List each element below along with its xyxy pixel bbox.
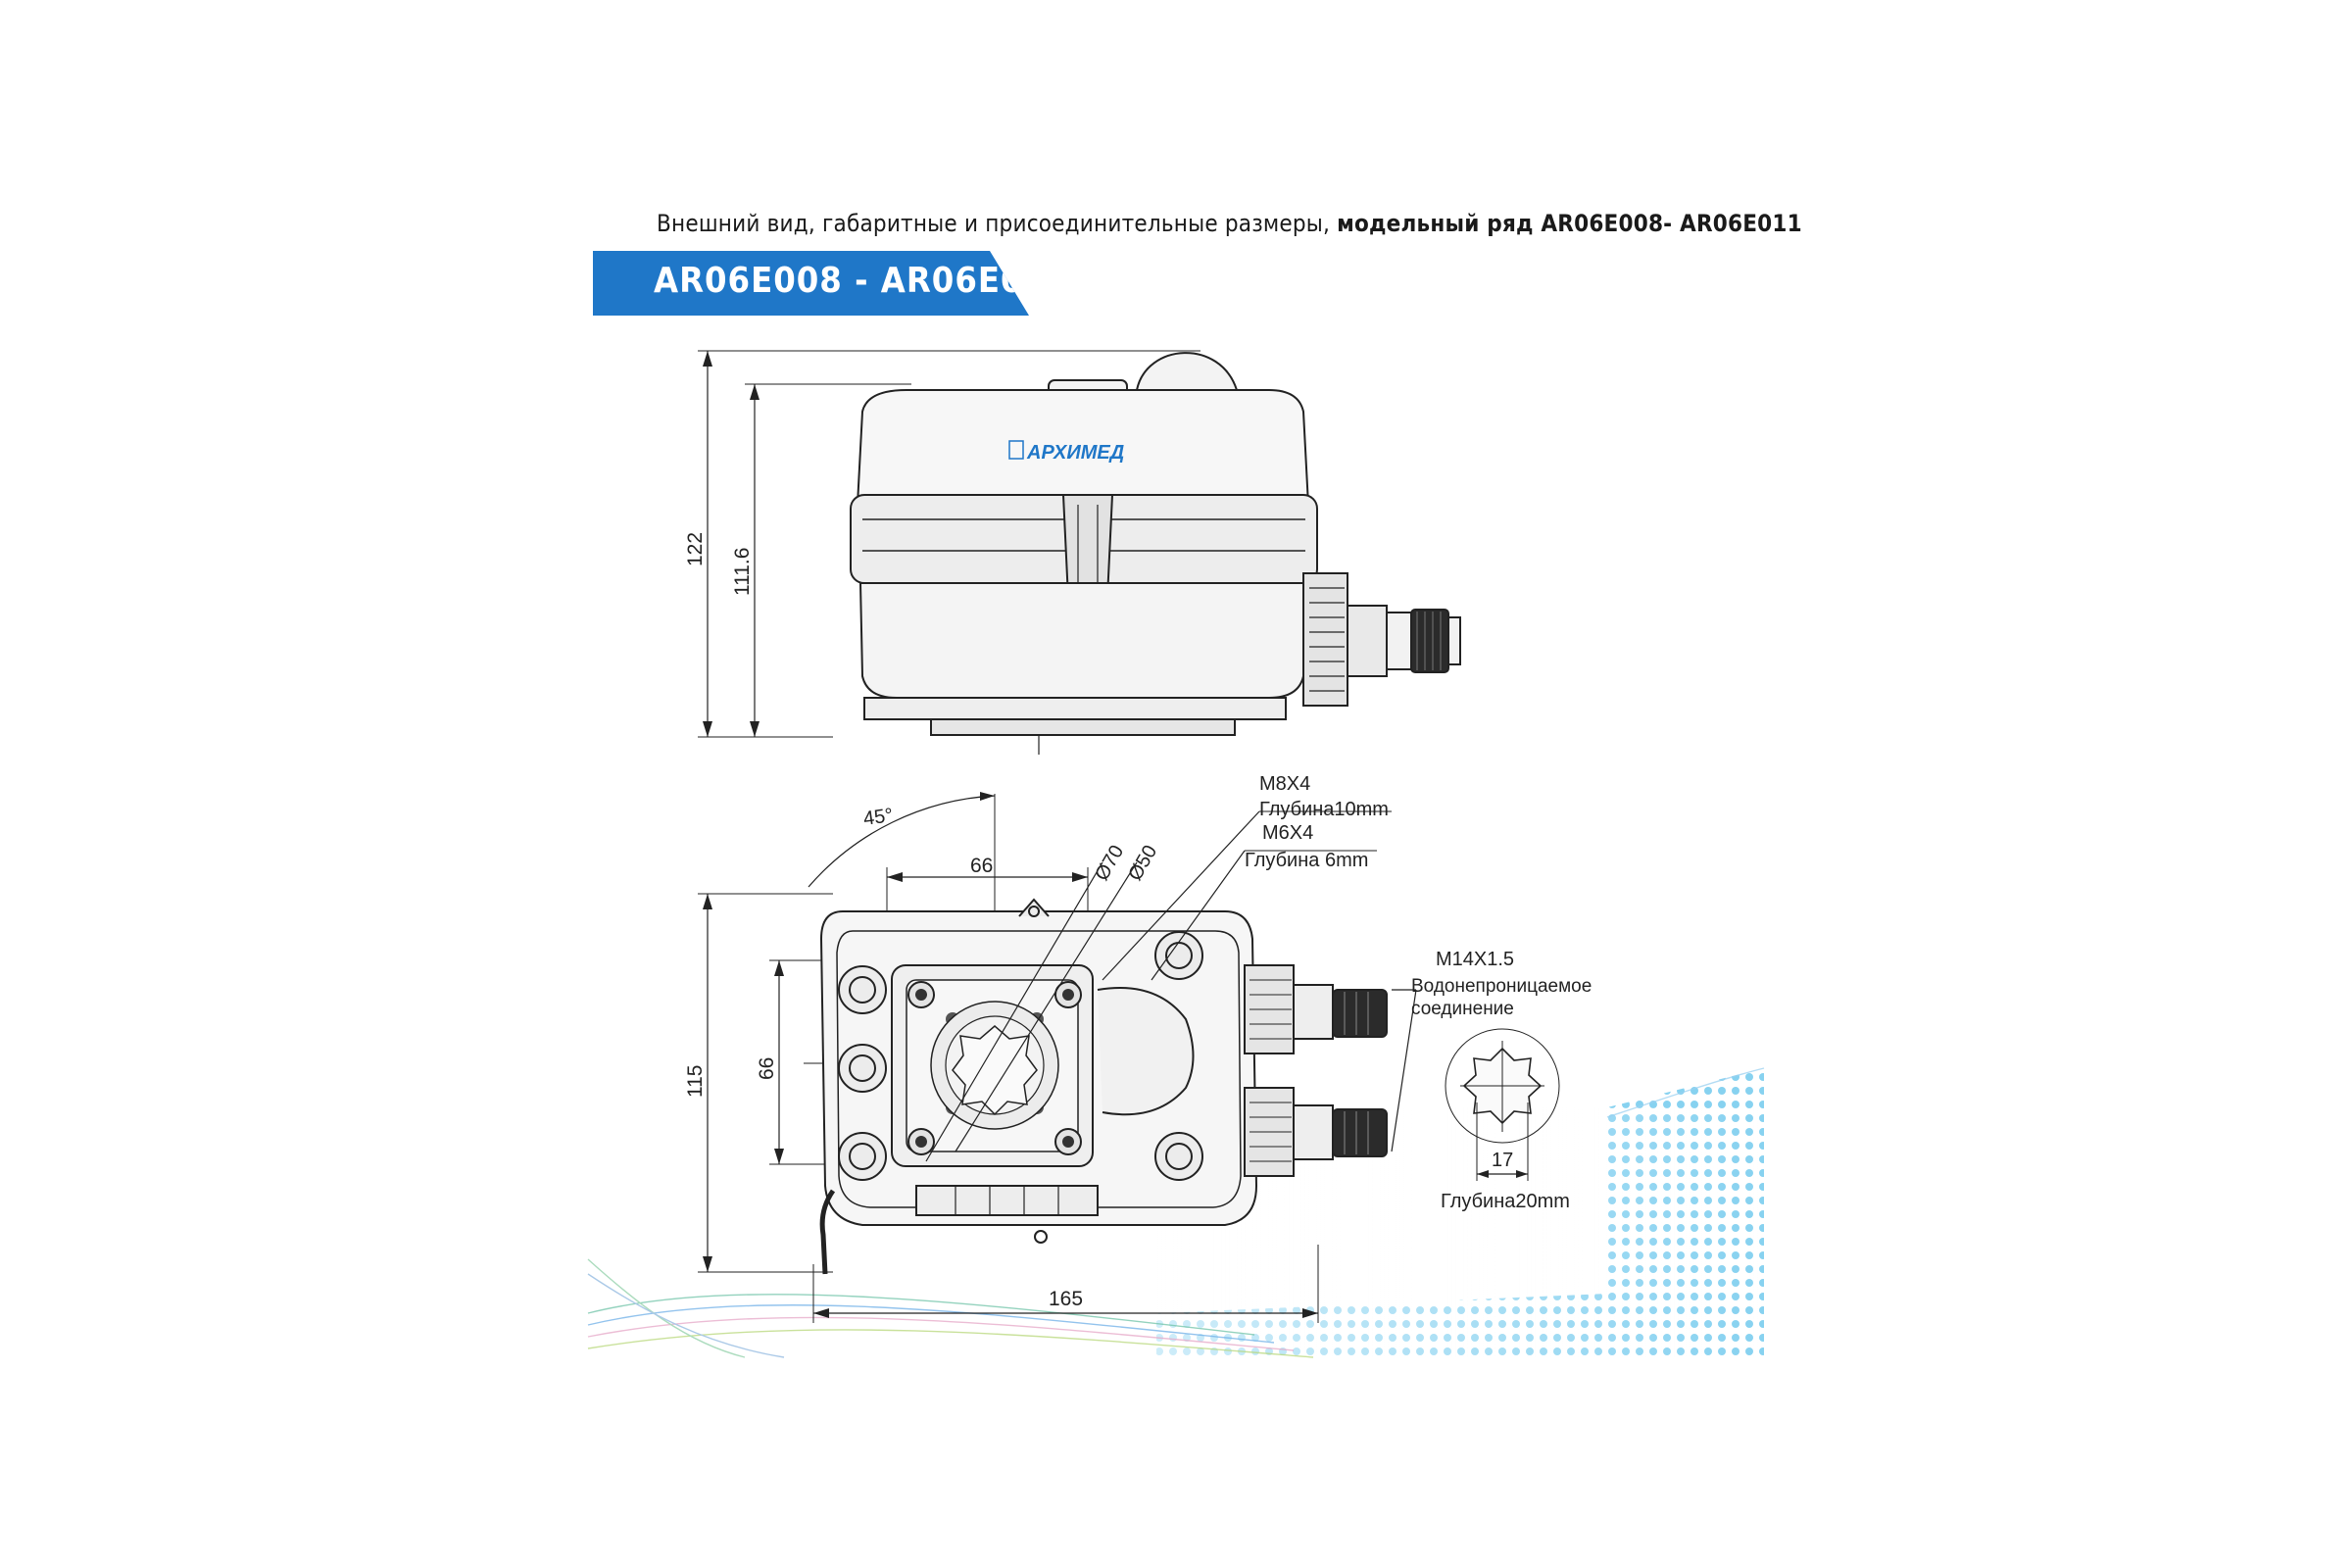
thread-m14-label: M14X1.5 — [1436, 949, 1514, 970]
thread-m8-label: M8X4 — [1259, 773, 1310, 795]
depth-m6-label: Глубина 6mm — [1245, 850, 1368, 871]
page-title: Внешний вид, габаритные и присоединитель… — [657, 210, 1802, 237]
dim-height-115: 115 — [684, 1065, 707, 1098]
waterproof-label-1: Водонепроницаемое — [1411, 976, 1592, 997]
dim-angle-45: 45° — [862, 805, 895, 830]
dim-dia-70: Ø70 — [1091, 842, 1128, 885]
dim-total-height: 122 — [684, 532, 707, 566]
depth-shaft-label: Глубина20mm — [1441, 1191, 1570, 1212]
waterproof-label-2: соединение — [1411, 999, 1514, 1019]
dim-shaft-17: 17 — [1492, 1150, 1513, 1171]
thread-m6-label: M6X4 — [1262, 822, 1313, 844]
top-view — [698, 792, 1417, 1323]
shaft-detail — [1445, 1028, 1560, 1181]
dim-body-height: 111.6 — [731, 548, 754, 596]
depth-m8-label: Глубина10mm — [1259, 799, 1389, 820]
dim-bolt-spacing-v: 66 — [756, 1057, 778, 1080]
brand-logo-text: АРХИМЕД — [1026, 442, 1124, 464]
side-view — [698, 350, 1461, 755]
model-banner: AR06E008 - AR06E011 — [593, 251, 1029, 316]
dim-width-165: 165 — [1049, 1288, 1083, 1310]
decor-swoosh — [587, 1067, 1765, 1358]
dim-dia-50: Ø50 — [1124, 842, 1161, 885]
model-banner-label: AR06E008 - AR06E011 — [654, 261, 1070, 301]
brand-logo: АРХИМЕД — [1008, 440, 1124, 464]
dim-bolt-spacing-h: 66 — [970, 855, 993, 877]
